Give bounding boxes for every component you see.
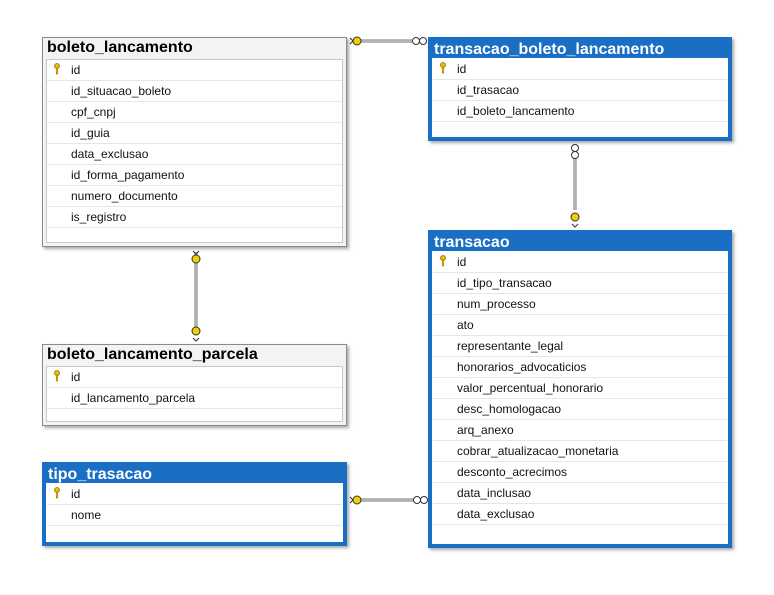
column-row[interactable]: id_forma_pagamento <box>47 165 342 186</box>
column-name: desconto_acrecimos <box>457 465 568 479</box>
column-row[interactable]: desc_homologacao <box>433 399 727 420</box>
key-end-icon <box>191 326 201 336</box>
column-name: id_situacao_boleto <box>71 84 172 98</box>
column-list: id id_tipo_transacao num_processo ato re… <box>432 251 728 544</box>
column-name: arq_anexo <box>457 423 514 437</box>
column-row[interactable]: numero_documento <box>47 186 342 207</box>
table-transacao-boleto-lancamento[interactable]: transacao_boleto_lancamento id id_trasac… <box>428 37 732 141</box>
column-row[interactable]: id_trasacao <box>433 80 727 101</box>
column-row[interactable]: id_situacao_boleto <box>47 81 342 102</box>
column-row[interactable]: id_lancamento_parcela <box>47 388 342 409</box>
relationship-transacao-boleto-transacao[interactable] <box>570 144 580 228</box>
column-name: desc_homologacao <box>457 402 562 416</box>
column-name: nome <box>71 508 102 522</box>
column-list: id nome <box>46 483 343 542</box>
column-row[interactable]: representante_legal <box>433 336 727 357</box>
column-list: id id_trasacao id_boleto_lancamento <box>432 58 728 137</box>
column-name: data_exclusao <box>71 147 149 161</box>
relationship-boleto-transacao-boleto[interactable] <box>349 36 427 46</box>
table-title: boleto_lancamento_parcela <box>47 346 258 363</box>
column-list: id id_lancamento_parcela <box>46 366 343 422</box>
column-name: id <box>71 63 81 77</box>
table-boleto-lancamento-parcela[interactable]: boleto_lancamento_parcela id id_lancamen… <box>42 344 347 426</box>
column-name: id_boleto_lancamento <box>457 104 575 118</box>
column-row[interactable]: is_registro <box>47 207 342 228</box>
column-row[interactable]: id <box>47 484 342 505</box>
column-name: id_forma_pagamento <box>71 168 185 182</box>
table-tipo-trasacao[interactable]: tipo_trasacao id nome <box>42 462 347 546</box>
column-row[interactable]: data_exclusao <box>47 144 342 165</box>
column-name: cobrar_atualizacao_monetaria <box>457 444 619 458</box>
column-row[interactable]: id <box>47 367 342 388</box>
column-name: cpf_cnpj <box>71 105 116 119</box>
primary-key-icon <box>440 62 446 74</box>
table-title: transacao_boleto_lancamento <box>434 41 665 58</box>
column-name: id_tipo_transacao <box>457 276 552 290</box>
column-row[interactable]: desconto_acrecimos <box>433 462 727 483</box>
column-name: id <box>457 62 467 76</box>
column-row[interactable]: id <box>47 60 342 81</box>
infinity-end-icon <box>413 496 421 504</box>
column-row[interactable]: id <box>433 252 727 273</box>
column-name: ato <box>457 318 474 332</box>
column-list: id id_situacao_boleto cpf_cnpj id_guia d… <box>46 59 343 243</box>
column-row[interactable]: ato <box>433 315 727 336</box>
column-row[interactable]: id_boleto_lancamento <box>433 101 727 122</box>
table-title: boleto_lancamento <box>47 39 193 56</box>
column-row[interactable]: valor_percentual_honorario <box>433 378 727 399</box>
column-name: id_trasacao <box>457 83 520 97</box>
column-row[interactable]: id <box>433 59 727 80</box>
column-row[interactable]: honorarios_advocaticios <box>433 357 727 378</box>
column-name: num_processo <box>457 297 536 311</box>
table-boleto-lancamento[interactable]: boleto_lancamento id id_situacao_boleto … <box>42 37 347 247</box>
column-row[interactable]: num_processo <box>433 294 727 315</box>
column-name: representante_legal <box>457 339 564 353</box>
column-row[interactable]: cobrar_atualizacao_monetaria <box>433 441 727 462</box>
primary-key-icon <box>54 370 60 382</box>
column-name: is_registro <box>71 210 127 224</box>
key-end-icon <box>191 254 201 264</box>
relationship-boleto-parcela[interactable] <box>191 250 201 342</box>
column-name: id_guia <box>71 126 110 140</box>
table-transacao[interactable]: transacao id id_tipo_transacao num_proce… <box>428 230 732 548</box>
key-end-icon <box>352 495 362 505</box>
column-name: id <box>71 487 81 501</box>
relationship-tipo-transacao[interactable] <box>349 495 428 505</box>
primary-key-icon <box>440 255 446 267</box>
column-name: id_lancamento_parcela <box>71 391 196 405</box>
column-name: valor_percentual_honorario <box>457 381 604 395</box>
column-name: data_inclusao <box>457 486 532 500</box>
column-row[interactable]: data_inclusao <box>433 483 727 504</box>
column-name: id <box>457 255 467 269</box>
table-title: tipo_trasacao <box>48 466 153 483</box>
key-end-icon <box>352 36 362 46</box>
primary-key-icon <box>54 487 60 499</box>
infinity-end-icon <box>412 37 420 45</box>
column-row[interactable]: arq_anexo <box>433 420 727 441</box>
key-end-icon <box>570 212 580 222</box>
column-row[interactable]: data_exclusao <box>433 504 727 525</box>
column-row[interactable]: nome <box>47 505 342 526</box>
column-name: numero_documento <box>71 189 178 203</box>
table-title: transacao <box>434 234 510 251</box>
column-name: data_exclusao <box>457 507 535 521</box>
column-row[interactable]: id_tipo_transacao <box>433 273 727 294</box>
primary-key-icon <box>54 63 60 75</box>
column-name: id <box>71 370 81 384</box>
infinity-end-icon <box>571 144 579 152</box>
column-row[interactable]: id_guia <box>47 123 342 144</box>
column-name: honorarios_advocaticios <box>457 360 587 374</box>
column-row[interactable]: cpf_cnpj <box>47 102 342 123</box>
